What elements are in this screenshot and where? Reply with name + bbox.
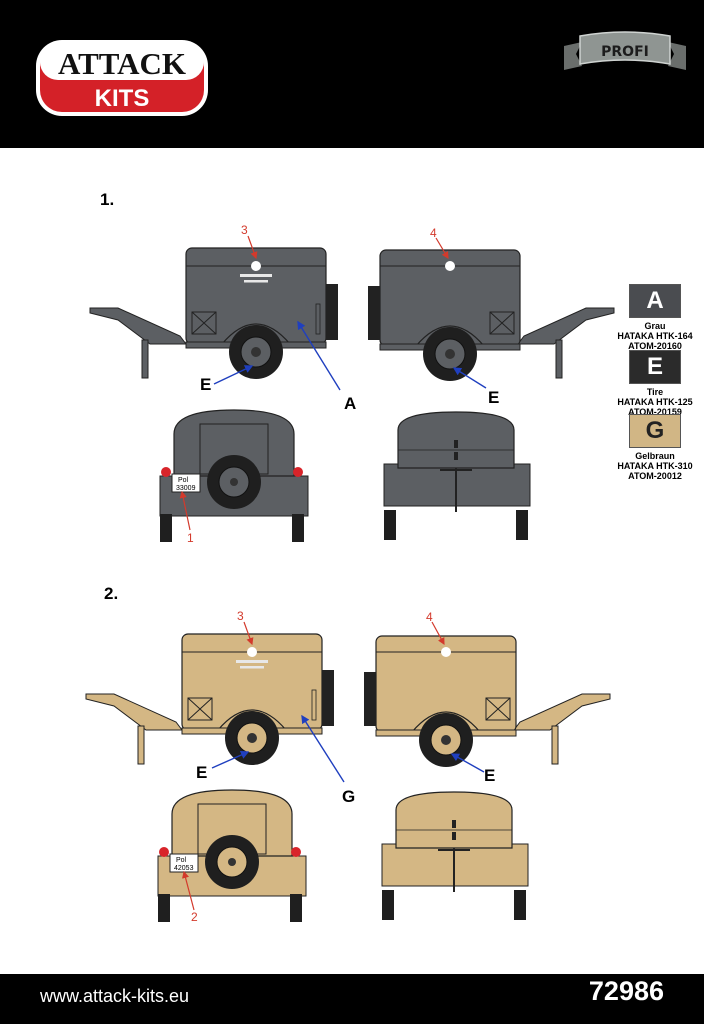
swatch-a: A <box>629 284 681 318</box>
callout-1-plate: 1 <box>187 531 194 545</box>
trailer-sand-side-left <box>85 633 335 766</box>
callout-2-plate: 2 <box>191 910 198 924</box>
website-link[interactable]: www.attack-kits.eu <box>40 986 190 1006</box>
logo-bottom-text: KITS <box>95 85 150 112</box>
legend-a-code1: HATAKA HTK-164 <box>617 331 693 341</box>
paint-callout-2-tire-left: E <box>196 763 207 782</box>
plate-1-line1: Pol <box>178 477 189 484</box>
plate-1-line2: 33009 <box>176 485 196 492</box>
attack-kits-logo: ATTACK KITS <box>36 40 208 116</box>
trailer-grey-rear <box>159 409 309 543</box>
callout-1-emblem-side: 3 <box>241 223 248 237</box>
legend-e-name: Tire <box>646 387 664 397</box>
step-1-label: 1. <box>100 190 115 209</box>
paint-callout-1-tire-left: E <box>200 375 211 394</box>
paint-legend-e: E Tire HATAKA HTK-125 ATOM-20159 <box>612 350 698 417</box>
legend-a-name: Grau <box>644 321 666 331</box>
plate-2-line2: 42053 <box>174 865 194 872</box>
trailer-grey-side-left <box>89 247 339 380</box>
trailer-sand-side-right <box>363 635 611 768</box>
product-code: 72986 <box>588 976 664 1006</box>
swatch-e: E <box>629 350 681 384</box>
trailer-grey-side-right <box>367 249 615 382</box>
trailer-artwork: Pol 33009 3 4 1 E A E Pol 42053 3 4 2 E … <box>85 223 615 924</box>
trailer-grey-front <box>383 411 531 541</box>
legend-e-code1: HATAKA HTK-125 <box>617 397 693 407</box>
logo-top-text: ATTACK <box>58 46 186 81</box>
profi-text: PROFI <box>601 44 649 60</box>
trailer-sand-front <box>381 791 529 921</box>
legend-a-code2: ATOM-20160 <box>628 341 682 351</box>
legend-e-code2: ATOM-20159 <box>628 407 682 417</box>
profi-badge: PROFI <box>564 31 686 70</box>
legend-g-code2: ATOM-20012 <box>628 471 682 481</box>
plate-2-line1: Pol <box>176 857 187 864</box>
trailer-sand-rear <box>157 789 307 923</box>
callout-1-emblem-rear: 4 <box>430 226 437 240</box>
paint-legend-g: G Gelbraun HATAKA HTK-310 ATOM-20012 <box>612 414 698 481</box>
paint-legend-a: A Grau HATAKA HTK-164 ATOM-20160 <box>612 284 698 351</box>
footer-bar <box>0 974 704 1024</box>
legend-g-name: Gelbraun <box>635 451 675 461</box>
step-2-label: 2. <box>104 584 119 603</box>
swatch-g: G <box>629 414 681 448</box>
paint-callout-1-tire-right: E <box>488 388 499 407</box>
paint-callout-2-body: G <box>342 787 355 806</box>
callout-2-emblem-side: 3 <box>237 609 244 623</box>
callout-2-emblem-rear: 4 <box>426 610 433 624</box>
paint-callout-2-tire-right: E <box>484 766 495 785</box>
paint-callout-1-body: A <box>344 394 356 413</box>
legend-g-code1: HATAKA HTK-310 <box>617 461 693 471</box>
